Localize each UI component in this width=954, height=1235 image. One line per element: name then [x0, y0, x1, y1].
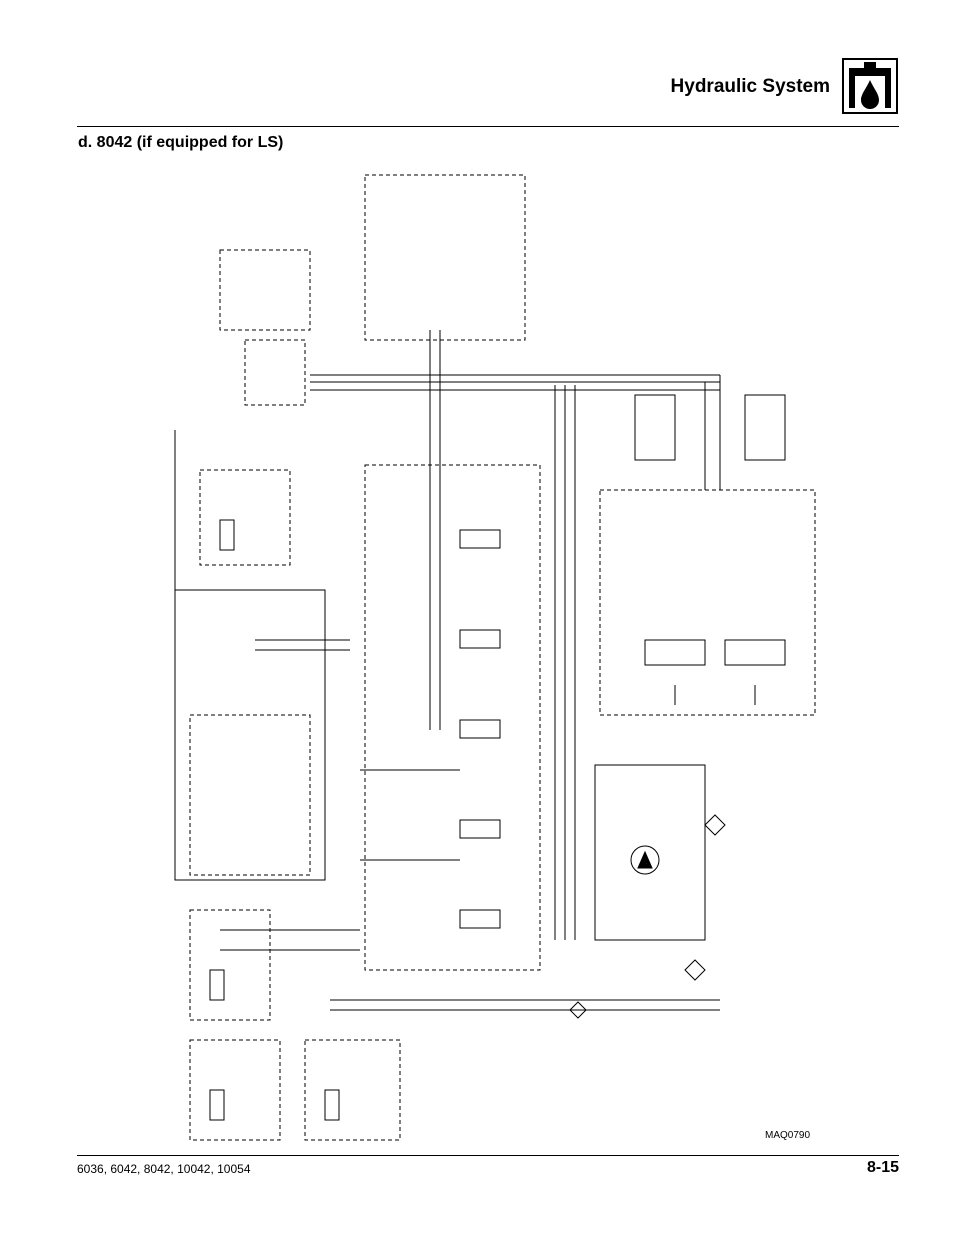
figure-id: MAQ0790	[765, 1130, 811, 1141]
hydraulic-system-icon	[842, 58, 898, 119]
header-rule	[77, 126, 899, 127]
hydraulic-schematic	[160, 170, 840, 1155]
section-title: Hydraulic System	[670, 76, 830, 97]
section-heading: d. 8042 (if equipped for LS)	[78, 134, 284, 151]
page-number: 8-15	[866, 1159, 899, 1176]
footer-rule	[77, 1155, 899, 1156]
footer-models: 6036, 6042, 8042, 10042, 10054	[77, 1162, 251, 1176]
